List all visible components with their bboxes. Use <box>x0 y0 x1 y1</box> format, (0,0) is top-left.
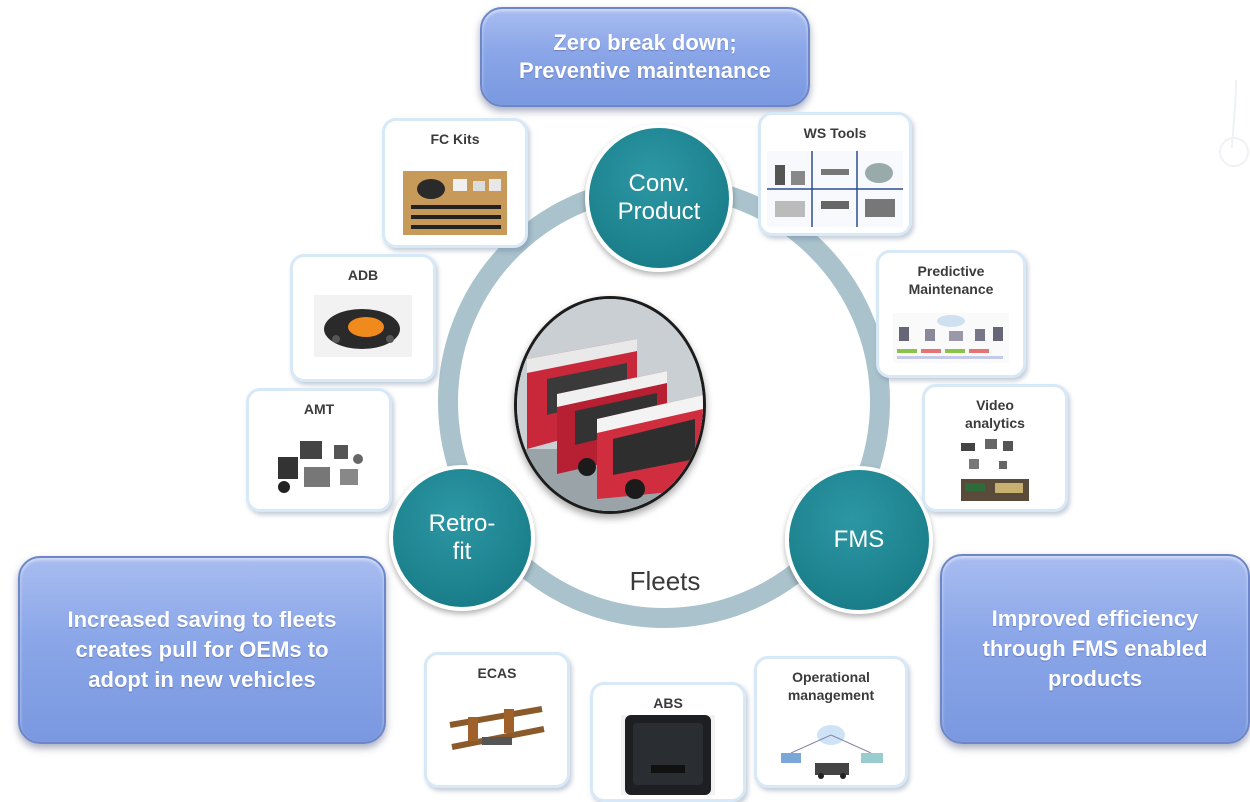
ecas-image <box>442 695 552 767</box>
banner-left-line3: adopt in new vehicles <box>88 667 316 692</box>
card-ecas-label: ECAS <box>477 665 517 681</box>
card-fc-kits-label: FC Kits <box>430 131 480 147</box>
node-fms-line1: FMS <box>833 526 885 553</box>
buses-image <box>517 299 703 511</box>
card-video-analytics: Video analytics <box>922 384 1068 512</box>
ws-tools-image <box>767 151 903 227</box>
card-fc-kits: FC Kits <box>382 118 528 248</box>
card-abs-label: ABS <box>653 695 683 711</box>
amt-image <box>264 431 374 501</box>
predictive-image <box>893 313 1009 363</box>
banner-right: Improved efficiency through FMS enabled … <box>940 554 1250 744</box>
card-adb-label: ADB <box>347 267 379 283</box>
fc-kits-image <box>403 171 507 235</box>
banner-top-line2: Preventive maintenance <box>519 58 771 83</box>
decor-circle <box>1219 137 1249 167</box>
card-predictive-line1: Predictive <box>917 263 985 279</box>
banner-left: Increased saving to fleets creates pull … <box>18 556 386 744</box>
card-video-line1: Video <box>976 397 1014 413</box>
card-operational-line2: management <box>787 687 875 703</box>
card-operational-line1: Operational <box>792 669 870 685</box>
banner-right-line2: through FMS enabled <box>982 636 1208 661</box>
card-amt-label: AMT <box>303 401 335 417</box>
card-ws-tools-label: WS Tools <box>803 125 867 141</box>
banner-right-line3: products <box>1047 666 1143 691</box>
card-operational-management: Operational management <box>754 656 908 788</box>
card-ecas: ECAS <box>424 652 570 788</box>
card-predictive-line2: Maintenance <box>908 281 994 297</box>
banner-left-line2: creates pull for OEMs to <box>75 637 329 662</box>
bus-row <box>527 339 703 499</box>
card-abs: ABS <box>590 682 746 802</box>
fleet-photo <box>514 296 706 514</box>
banner-left-line1: Increased saving to fleets <box>67 607 337 632</box>
node-conv-product: Conv. Product <box>585 124 733 272</box>
fleets-label: Fleets <box>629 566 701 596</box>
banner-right-line1: Improved efficiency <box>991 606 1199 631</box>
node-retrofit-line1: Retro- <box>428 510 496 537</box>
video-analytics-image <box>955 439 1035 505</box>
node-conv-line1: Conv. <box>628 170 690 197</box>
node-retrofit-line2: fit <box>452 538 472 565</box>
operational-image <box>775 719 887 779</box>
adb-image <box>314 295 412 357</box>
banner-top-line1: Zero break down; <box>553 30 737 55</box>
banner-top: Zero break down; Preventive maintenance <box>480 7 810 107</box>
card-predictive-maintenance: Predictive Maintenance <box>876 250 1026 378</box>
card-video-line2: analytics <box>965 415 1025 431</box>
card-adb: ADB <box>290 254 436 382</box>
card-ws-tools: WS Tools <box>758 112 912 236</box>
card-amt: AMT <box>246 388 392 512</box>
decor-line <box>1231 79 1237 149</box>
abs-image <box>621 715 715 795</box>
node-fms: FMS <box>785 466 933 614</box>
node-conv-line2: Product <box>617 198 701 225</box>
node-retrofit: Retro- fit <box>389 465 535 611</box>
